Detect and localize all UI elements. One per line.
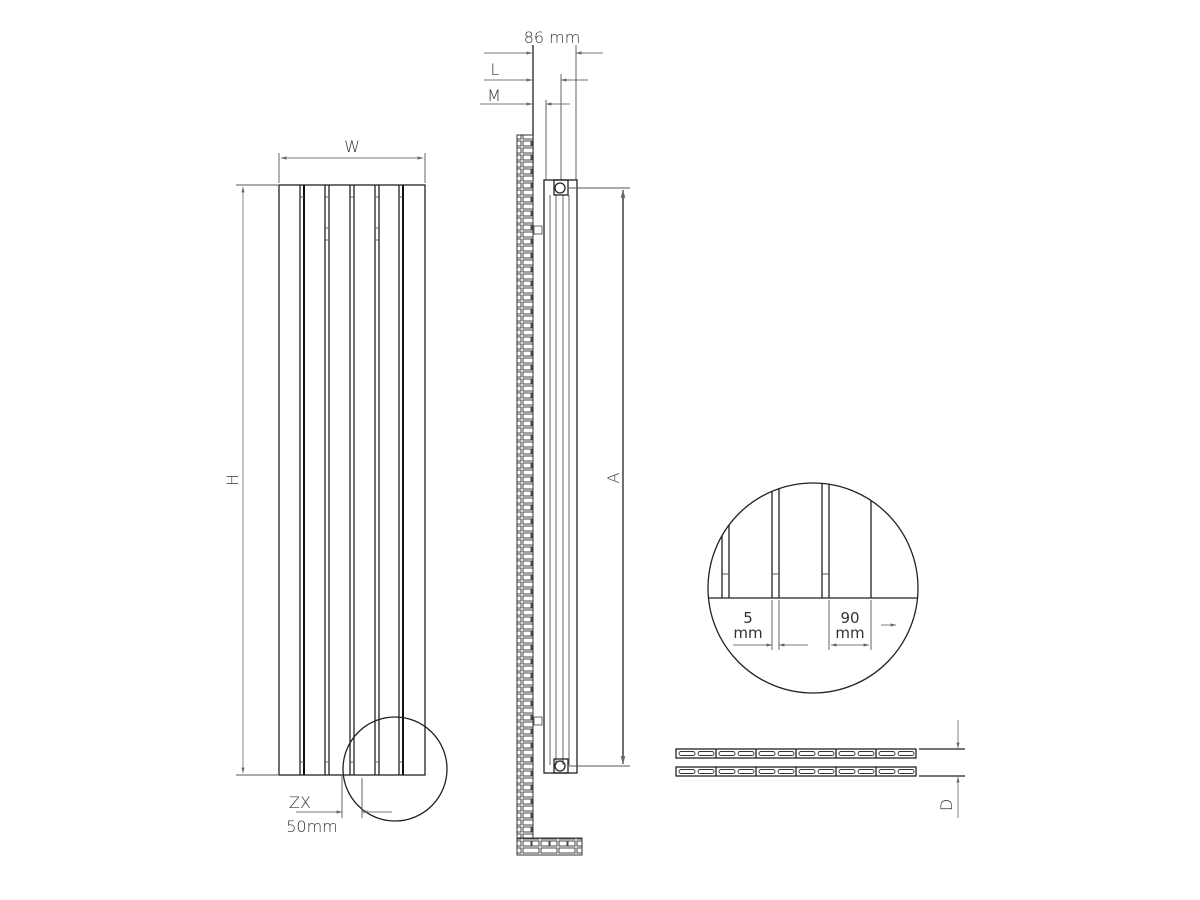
label-m: M	[487, 86, 501, 105]
spacing-value: 50mm	[286, 817, 338, 836]
bracket-distance-label: A	[604, 472, 623, 483]
side-view: 86 mm L M A	[480, 28, 630, 856]
detail-view: 5 mm 90 mm	[707, 482, 919, 694]
floor	[516, 837, 583, 856]
panel-width-unit: mm	[835, 624, 864, 642]
front-view: W H	[223, 137, 448, 836]
top-view: D	[675, 720, 965, 818]
width-label: W	[344, 137, 360, 156]
wall	[516, 134, 534, 856]
depth-86mm-label: 86 mm	[524, 28, 581, 47]
panel-joints	[299, 185, 404, 775]
height-label: H	[223, 474, 242, 486]
gap-value: 5	[743, 609, 753, 627]
depth-label: D	[937, 799, 956, 811]
detail-circle	[342, 716, 448, 822]
panel-width-value: 90	[840, 609, 859, 627]
label-l: L	[491, 60, 500, 79]
spacing-label: ZX	[289, 793, 311, 812]
gap-unit: mm	[733, 624, 762, 642]
